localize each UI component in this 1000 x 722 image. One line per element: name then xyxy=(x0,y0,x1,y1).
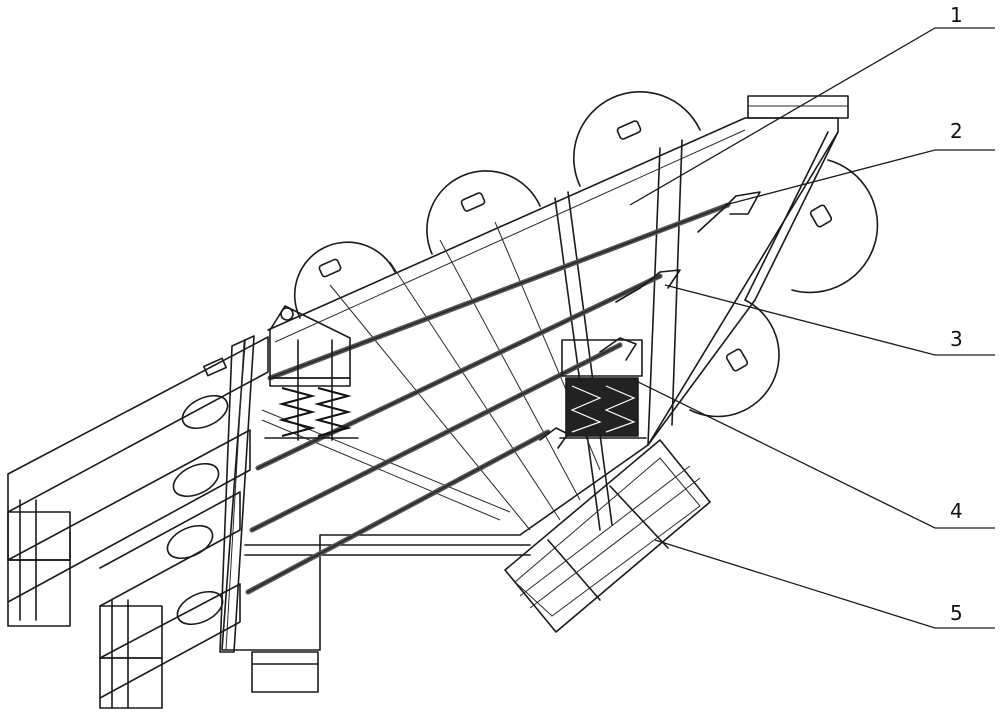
spring-supports xyxy=(264,305,647,441)
callout-2: 2 xyxy=(950,119,963,143)
discharge-hopper xyxy=(504,439,711,633)
support-frame xyxy=(7,336,319,709)
callout-3: 3 xyxy=(950,327,963,351)
callout-4: 4 xyxy=(950,499,963,523)
motor-domes xyxy=(203,91,879,418)
screen-box-body xyxy=(219,95,849,653)
spray-pipes xyxy=(245,191,761,595)
callout-1: 1 xyxy=(950,3,963,27)
callout-5: 5 xyxy=(950,601,963,625)
leader-lines xyxy=(629,27,995,629)
